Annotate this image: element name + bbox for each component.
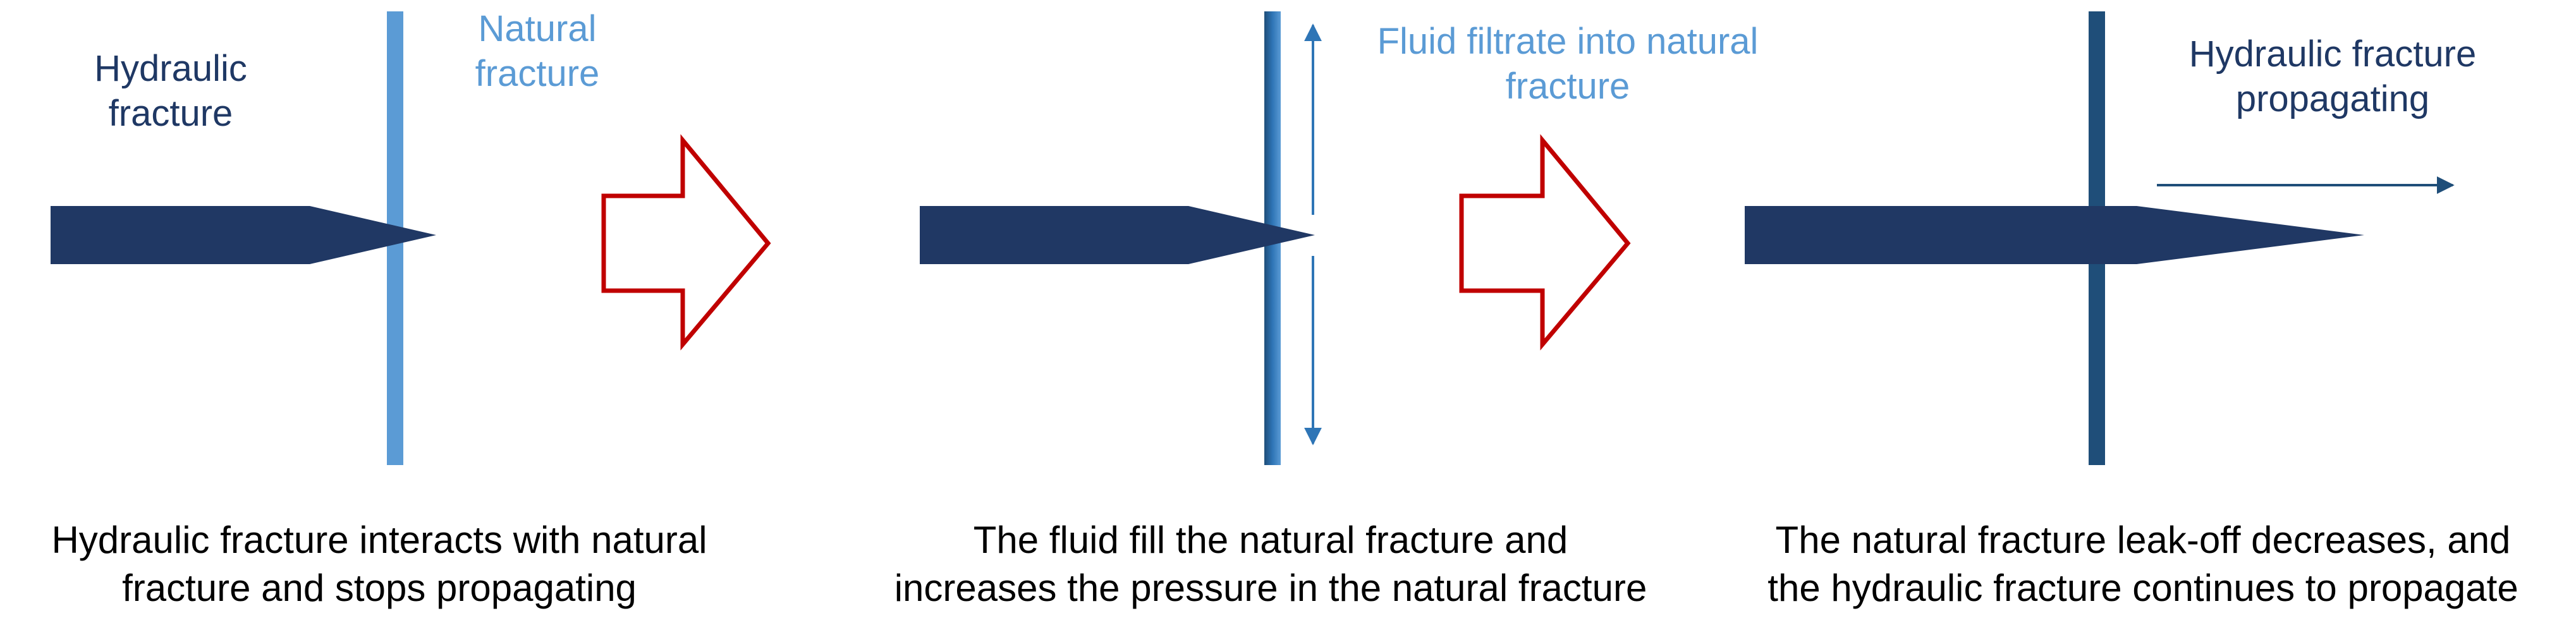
transition-arrow-2 bbox=[1459, 134, 1631, 351]
natural-fracture-label: Natural fracture bbox=[417, 6, 657, 97]
stage2-caption: The fluid fill the natural fracture and … bbox=[828, 516, 1713, 612]
stage2-caption-line1: The fluid fill the natural fracture and bbox=[973, 519, 1568, 561]
natural-fracture-label-line1: Natural bbox=[478, 8, 597, 49]
fluid-filtrate-label-line2: fracture bbox=[1505, 66, 1630, 107]
hydraulic-fracture-stage2 bbox=[920, 206, 1315, 264]
stage3-caption: The natural fracture leak-off decreases,… bbox=[1713, 516, 2573, 612]
transition-arrow-1 bbox=[601, 134, 771, 351]
stage1-caption: Hydraulic fracture interacts with natura… bbox=[0, 516, 759, 612]
stage1-caption-line1: Hydraulic fracture interacts with natura… bbox=[51, 519, 707, 561]
hydraulic-fracture-stage3 bbox=[1745, 206, 2364, 264]
hydraulic-fracture-propagating-label: Hydraulic fracture propagating bbox=[2143, 32, 2522, 122]
fluid-filtrate-label-line1: Fluid filtrate into natural bbox=[1377, 21, 1759, 62]
fluid-filtrate-label: Fluid filtrate into natural fracture bbox=[1328, 19, 1808, 109]
stage3-caption-line2: the hydraulic fracture continues to prop… bbox=[1767, 567, 2518, 610]
stage2-caption-line2: increases the pressure in the natural fr… bbox=[894, 567, 1647, 610]
stage3-caption-line1: The natural fracture leak-off decreases,… bbox=[1775, 519, 2511, 561]
propagating-label-line2: propagating bbox=[2235, 78, 2430, 120]
hydraulic-fracture-label-line1: Hydraulic bbox=[94, 48, 247, 89]
natural-fracture-label-line2: fracture bbox=[475, 53, 600, 95]
hydraulic-fracture-label: Hydraulic fracture bbox=[38, 46, 303, 136]
stage1-caption-line2: fracture and stops propagating bbox=[122, 567, 637, 610]
hydraulic-fracture-label-line2: fracture bbox=[108, 93, 233, 135]
propagating-label-line1: Hydraulic fracture bbox=[2188, 33, 2477, 75]
hydraulic-fracture-stage1 bbox=[51, 206, 436, 264]
